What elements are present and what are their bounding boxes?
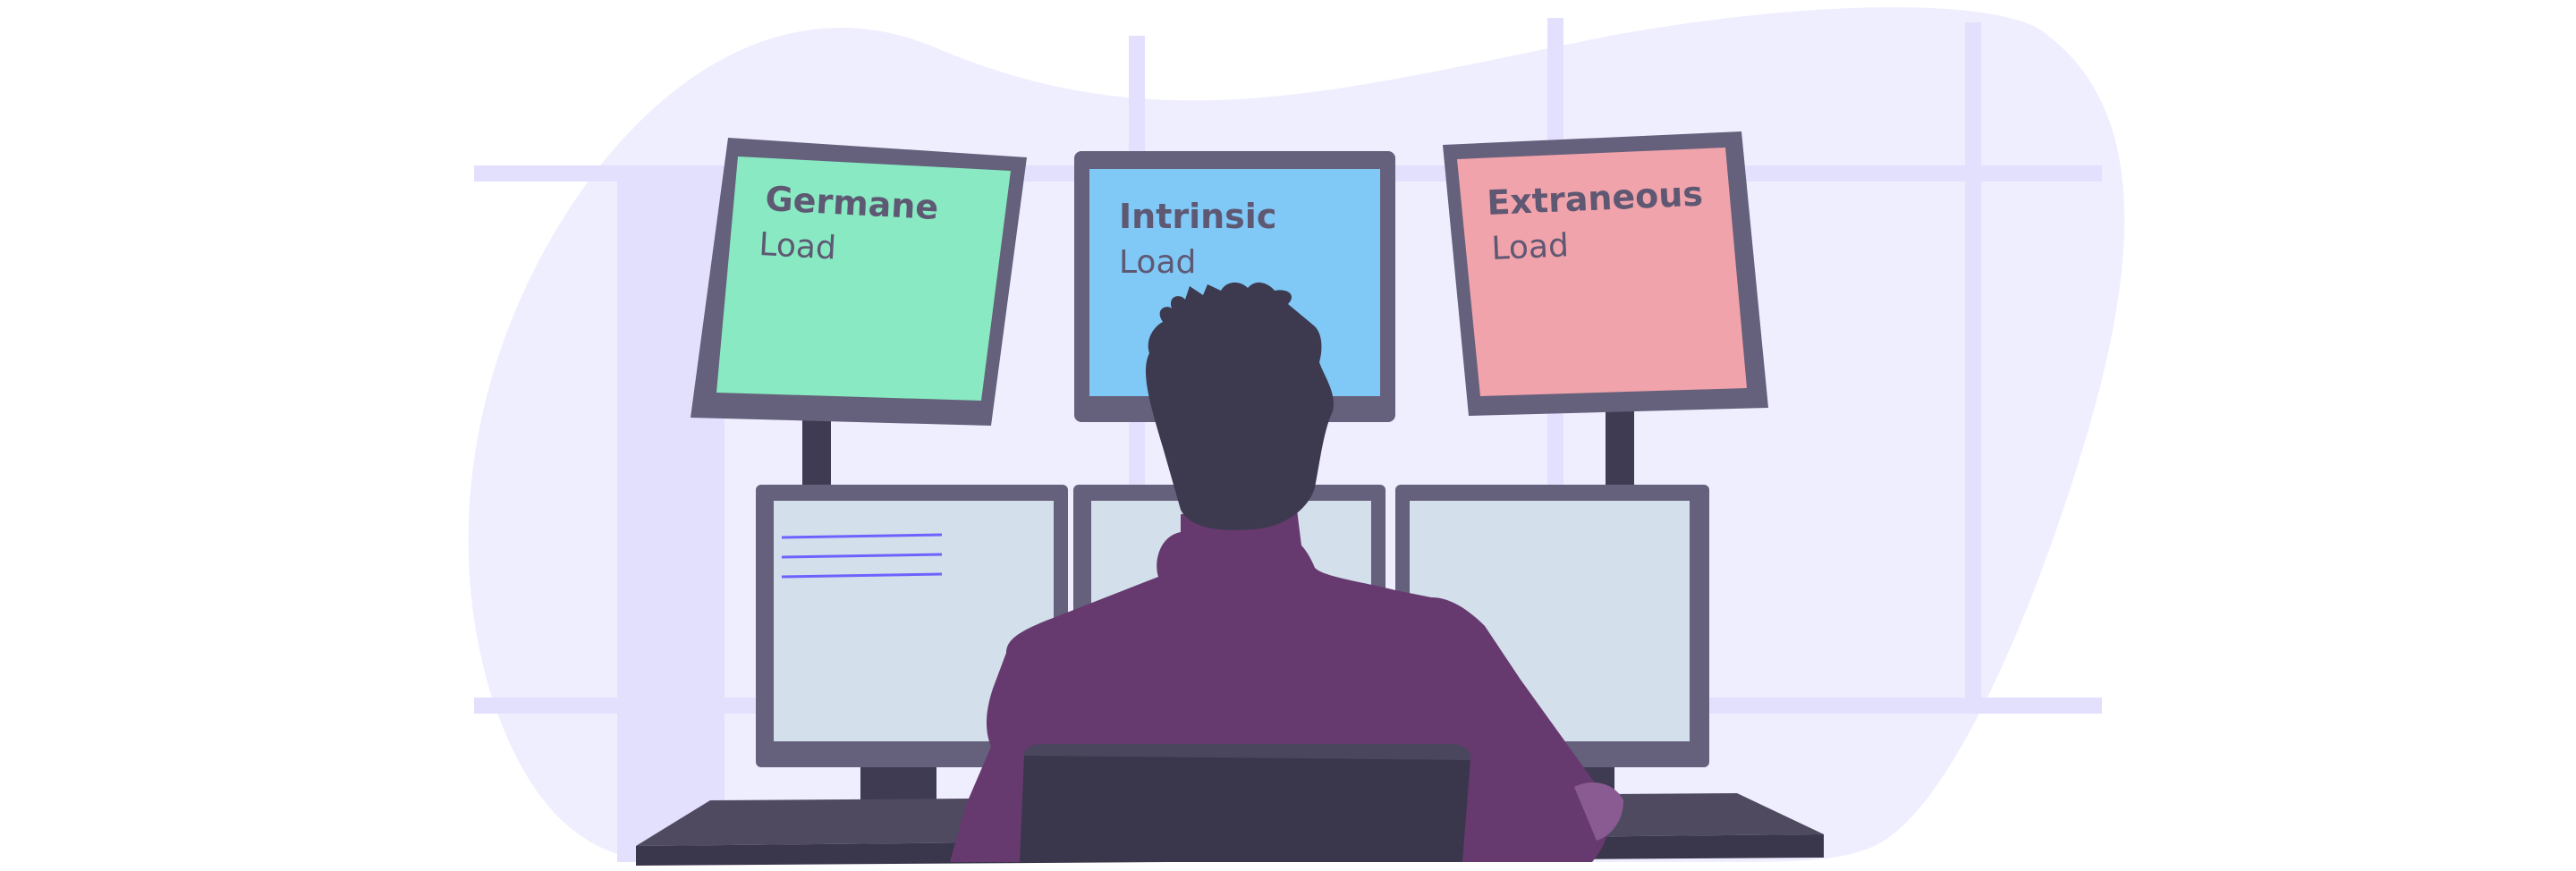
monitor-germane: Germane Load — [691, 138, 1027, 426]
monitor-subtitle: Load — [758, 226, 837, 266]
monitor-title: Extraneous — [1486, 173, 1703, 222]
stand-left — [802, 416, 831, 487]
chair-top — [1024, 744, 1471, 760]
stand-right — [1606, 407, 1634, 487]
arm-right — [1574, 782, 1623, 841]
monitor-title: Intrinsic — [1119, 197, 1276, 236]
hair — [1145, 282, 1335, 530]
monitor-subtitle: Load — [1491, 227, 1570, 267]
monitor-extraneous: Extraneous Load — [1443, 131, 1768, 416]
monitor-subtitle: Load — [1119, 244, 1196, 281]
chair — [1020, 744, 1471, 862]
lower-monitor-left — [756, 485, 1068, 809]
monitor-title: Germane — [765, 179, 940, 227]
